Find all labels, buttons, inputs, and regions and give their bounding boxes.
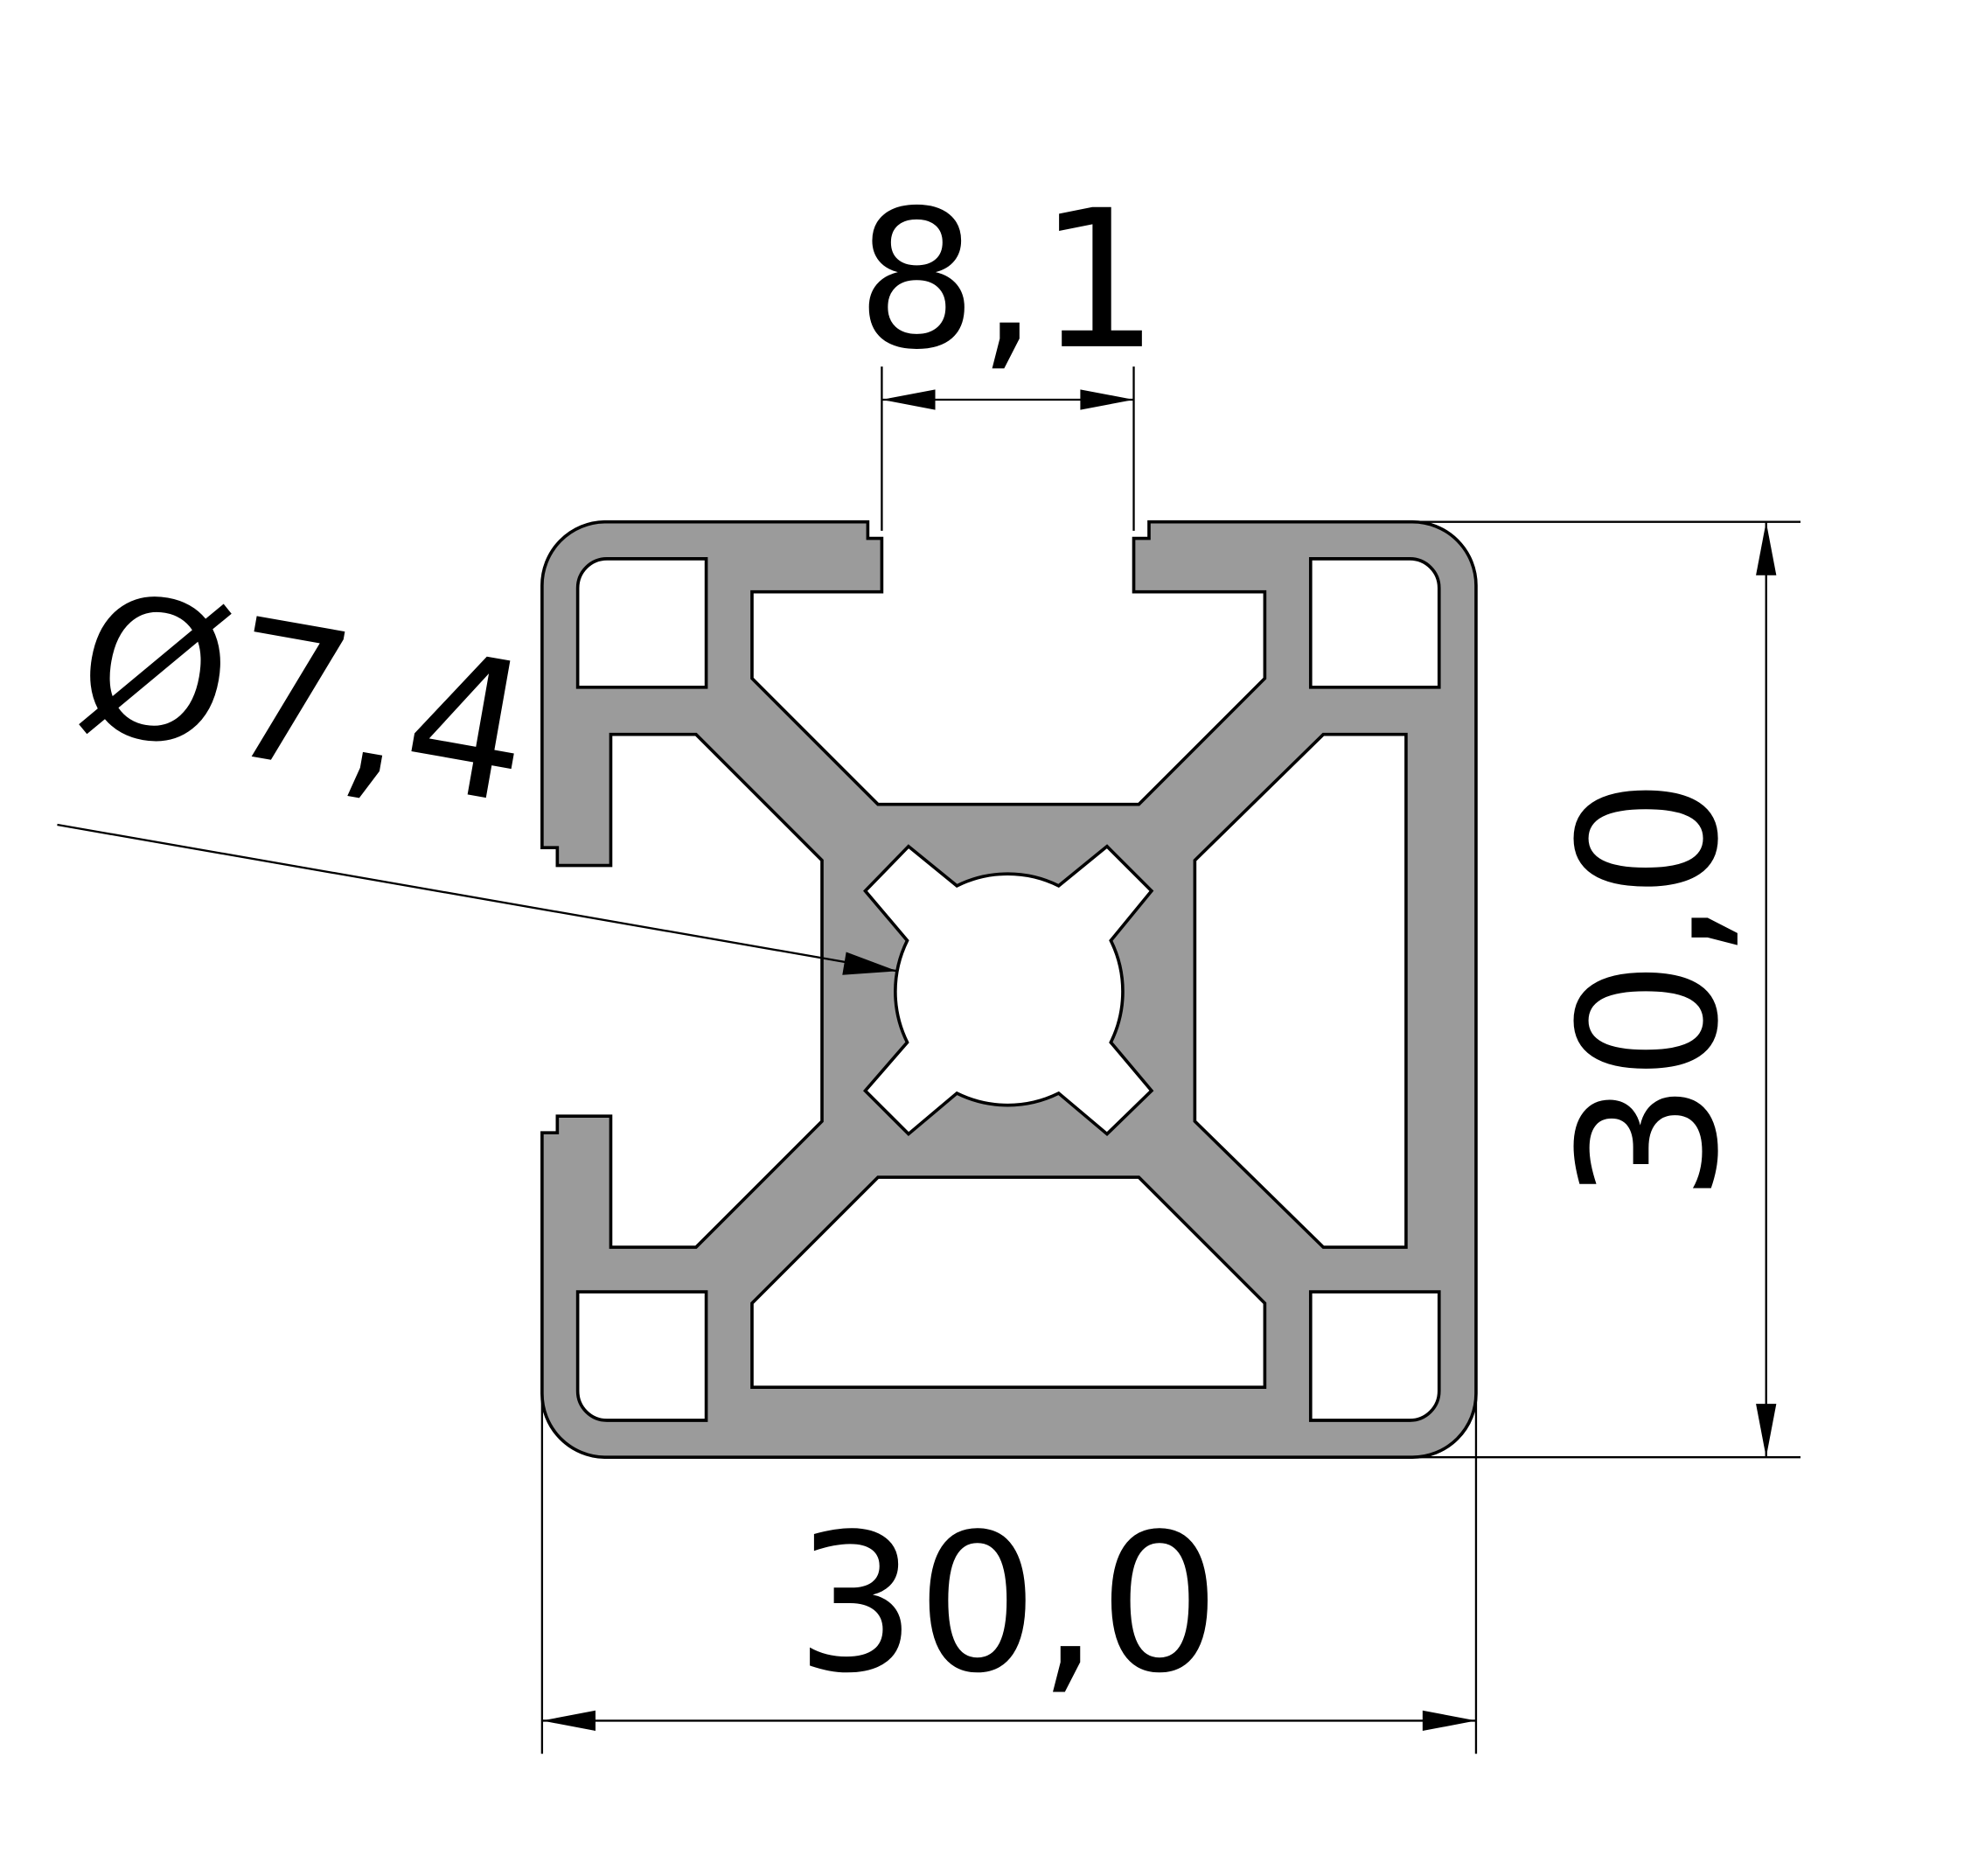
slot-width-label: 8,1 <box>856 170 1160 392</box>
width-dimension: 30,0 <box>540 1399 1478 1754</box>
aluminum-profile-section <box>540 520 1478 1460</box>
bore-diameter-label: Ø7,4 <box>61 550 547 847</box>
height-dimension: 30,0 <box>1412 520 1801 1459</box>
width-label: 30,0 <box>795 1493 1220 1715</box>
height-label: 30,0 <box>1539 778 1761 1203</box>
slot-width-dimension: 8,1 <box>856 170 1160 531</box>
